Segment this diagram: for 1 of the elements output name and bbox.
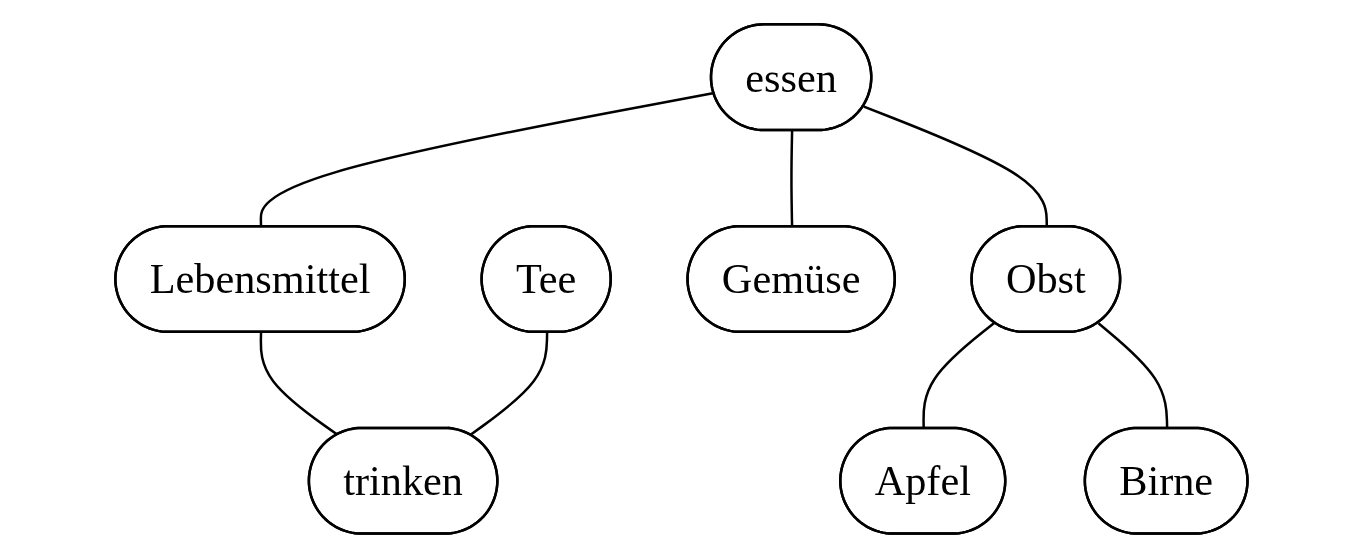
connector [469, 332, 548, 437]
